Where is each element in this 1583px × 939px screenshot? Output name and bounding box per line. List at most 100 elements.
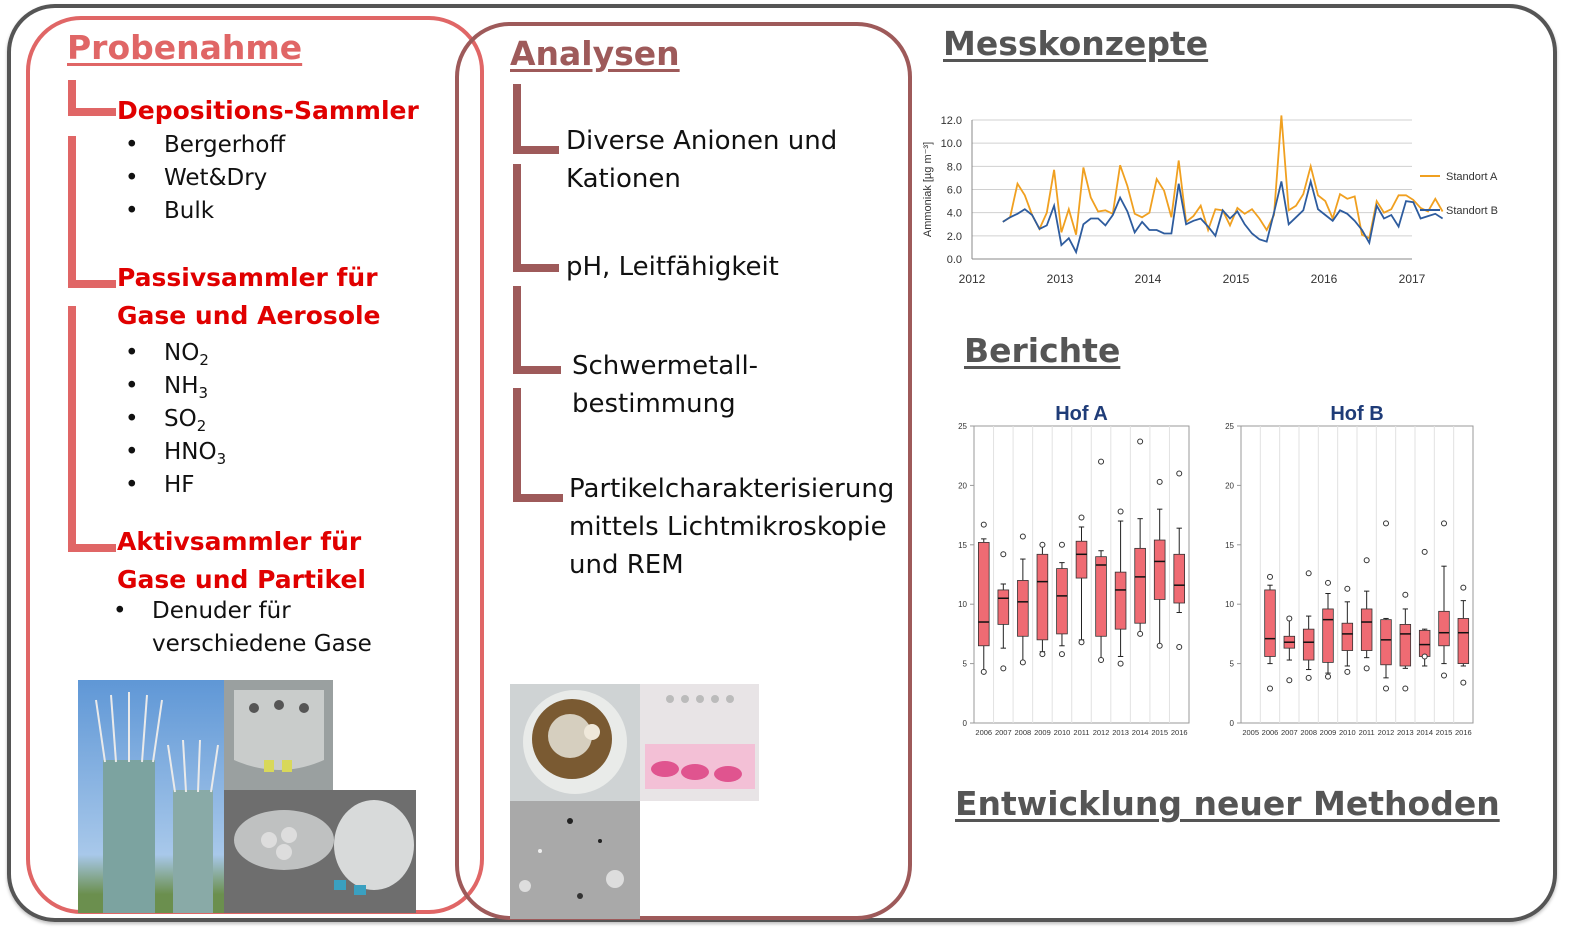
box: [1380, 619, 1392, 666]
x-tick-label: 2013: [1112, 728, 1129, 737]
x-tick-label: 2013: [1047, 272, 1074, 286]
outlier-point: [1267, 573, 1273, 580]
outlier-point: [1058, 651, 1065, 658]
outlier-point: [1156, 478, 1163, 485]
outlier-point: [1019, 659, 1026, 666]
outlier-point: [1383, 685, 1389, 692]
box: [997, 589, 1010, 625]
series-line-standort-a: [1002, 115, 1444, 240]
outlier-point: [1098, 657, 1105, 664]
passive-sampler-illustration: [234, 690, 324, 772]
x-tick-label: 2012: [1093, 728, 1110, 737]
box: [1017, 580, 1029, 637]
x-tick-label: 2017: [1399, 272, 1426, 286]
y-tick-label: 15: [1225, 541, 1234, 550]
outlier-point: [1305, 570, 1312, 577]
depositions-heading: Depositions-Sammler: [117, 96, 419, 125]
entwicklung-title: Entwicklung neuer Methoden: [955, 784, 1500, 823]
box: [1036, 553, 1049, 641]
list-item: •HF: [125, 472, 195, 498]
legend-label: Standort A: [1446, 171, 1498, 183]
box: [1418, 629, 1431, 657]
vials-photo: [640, 684, 759, 801]
box: [1095, 556, 1107, 637]
y-tick-label: 6.0: [947, 185, 962, 197]
outlier-point: [1286, 615, 1293, 622]
x-tick-label: 2016: [1311, 272, 1338, 286]
outlier-point: [1058, 541, 1065, 548]
sampler-photo: [78, 680, 225, 913]
outlier-point: [1039, 651, 1046, 658]
legend-label: Standort B: [1446, 205, 1498, 217]
y-tick-label: 20: [1225, 481, 1234, 490]
rem-illustration: [519, 818, 624, 899]
x-tick-label: 2009: [1320, 728, 1337, 737]
probenahme-title: Probenahme: [67, 28, 303, 67]
outlier-point: [1078, 639, 1085, 646]
analysen-frame: [455, 22, 912, 920]
outlier-point: [1325, 673, 1331, 680]
x-tick-label: 2011: [1359, 728, 1375, 737]
x-tick-label: 2012: [959, 272, 986, 286]
y-tick-label: 2.0: [947, 231, 962, 243]
analysen-connectors: [513, 84, 563, 502]
x-tick-label: 2011: [1073, 728, 1089, 737]
outlier-point: [1421, 653, 1428, 660]
y-tick-label: 10.0: [941, 138, 962, 150]
y-tick-label: 5: [1230, 660, 1235, 669]
x-tick-label: 2016: [1171, 728, 1188, 737]
y-tick-label: 20: [958, 481, 967, 490]
y-tick-label: 25: [958, 422, 967, 431]
y-tick-label: 0: [963, 719, 968, 728]
x-tick-label: 2007: [1281, 728, 1298, 737]
x-tick-label: 2006: [975, 728, 992, 737]
box: [1075, 540, 1088, 579]
y-tick-label: 15: [958, 541, 967, 550]
list-item: •Bergerhoff: [125, 132, 286, 158]
x-tick-label: 2010: [1339, 728, 1356, 737]
outlier-point: [1078, 514, 1085, 521]
analysen-item-schwermetall: Schwermetall- bestimmung: [572, 351, 759, 419]
outlier-point: [1383, 520, 1389, 527]
sampler-towers-illustration: [95, 692, 219, 913]
probenahme-connectors: [68, 80, 116, 552]
analysen-item-partikel: Partikelcharakterisierung mittels Lichtm…: [569, 474, 895, 580]
outlier-point: [1344, 585, 1351, 592]
outlier-point: [1421, 548, 1428, 555]
outlier-point: [1019, 533, 1026, 540]
box: [1341, 622, 1354, 651]
box: [1153, 539, 1166, 600]
filter-photo: [510, 684, 640, 801]
outer-frame: [7, 4, 1557, 922]
y-tick-label: 10: [1225, 600, 1234, 609]
sampler-photo: [224, 790, 416, 913]
list-item: •HNO3: [125, 439, 227, 468]
x-tick-label: 2015: [1436, 728, 1453, 737]
y-tick-label: 0.0: [947, 254, 962, 266]
analysen-item-ph: pH, Leitfähigkeit: [566, 252, 779, 282]
outlier-point: [1325, 579, 1331, 586]
outlier-point: [1137, 438, 1144, 445]
aktiv-heading: Aktivsammler für Gase und Partikel: [117, 527, 366, 594]
y-axis-label: Ammoniak [µg m⁻³]: [922, 142, 934, 237]
x-tick-label: 2013: [1397, 728, 1414, 737]
outlier-point: [1344, 668, 1351, 675]
y-tick-label: 8.0: [947, 161, 962, 173]
box: [1264, 589, 1276, 657]
box: [1438, 610, 1450, 647]
outlier-point: [1460, 584, 1467, 591]
box: [1302, 628, 1315, 661]
outlier-point: [1441, 520, 1447, 527]
x-tick-label: 2009: [1034, 728, 1051, 737]
x-tick-label: 2006: [1262, 728, 1279, 737]
y-tick-label: 25: [1225, 422, 1234, 431]
y-tick-label: 4.0: [947, 208, 962, 220]
analysen-title: Analysen: [510, 34, 680, 73]
outlier-point: [1441, 672, 1447, 679]
list-item: •NH3: [125, 373, 209, 402]
box: [1457, 618, 1470, 664]
outlier-point: [1402, 591, 1409, 598]
outlier-point: [1117, 508, 1124, 515]
berichte-title: Berichte: [964, 331, 1121, 370]
